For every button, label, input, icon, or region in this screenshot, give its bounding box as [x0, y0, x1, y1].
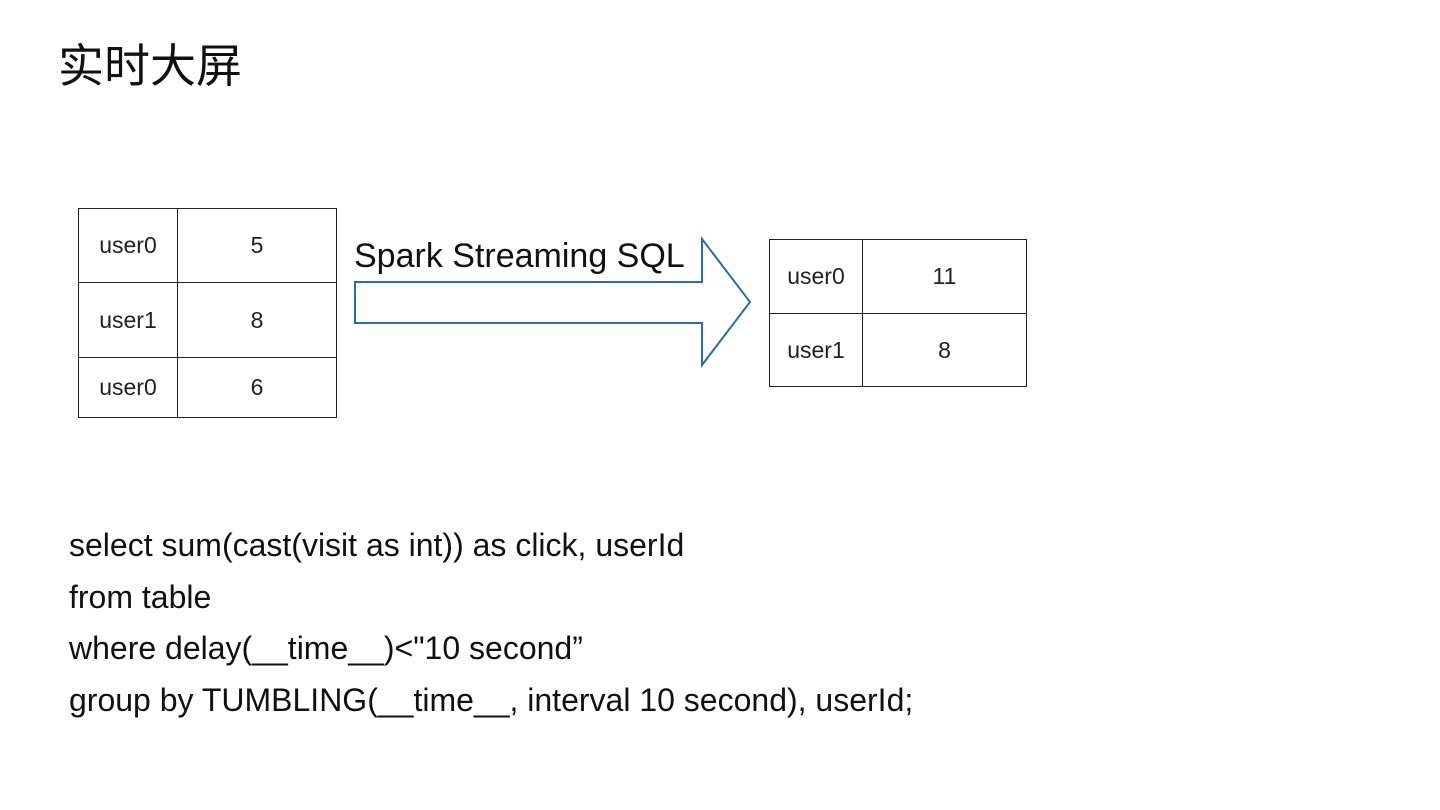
sql-line: group by TUMBLING(__time__, interval 10 …: [69, 681, 914, 718]
value-cell: 6: [177, 357, 337, 418]
value-cell: 11: [862, 239, 1027, 314]
sql-line: where delay(__time__)<"10 second”: [69, 630, 583, 666]
sql-line: from table: [69, 578, 212, 615]
table-row: user1 8: [78, 282, 337, 358]
user-cell: user0: [78, 208, 178, 283]
value-cell: 5: [177, 208, 337, 283]
arrow-label: Spark Streaming SQL: [354, 237, 685, 275]
sql-line: select sum(cast(visit as int)) as click,…: [69, 527, 685, 563]
user-cell: user0: [769, 239, 863, 314]
table-row: user1 8: [769, 313, 1027, 387]
value-cell: 8: [862, 313, 1027, 387]
input-table: user0 5 user1 8 user0 6: [78, 208, 337, 418]
table-row: user0 6: [78, 357, 337, 418]
value-cell: 8: [177, 282, 337, 358]
table-row: user0 11: [769, 239, 1027, 314]
output-table: user0 11 user1 8: [769, 239, 1027, 387]
user-cell: user1: [78, 282, 178, 358]
table-row: user0 5: [78, 208, 337, 283]
user-cell: user1: [769, 313, 863, 387]
user-cell: user0: [78, 357, 178, 418]
slide-title: 实时大屏: [58, 39, 242, 93]
sql-code-block: select sum(cast(visit as int)) as click,…: [69, 520, 913, 726]
